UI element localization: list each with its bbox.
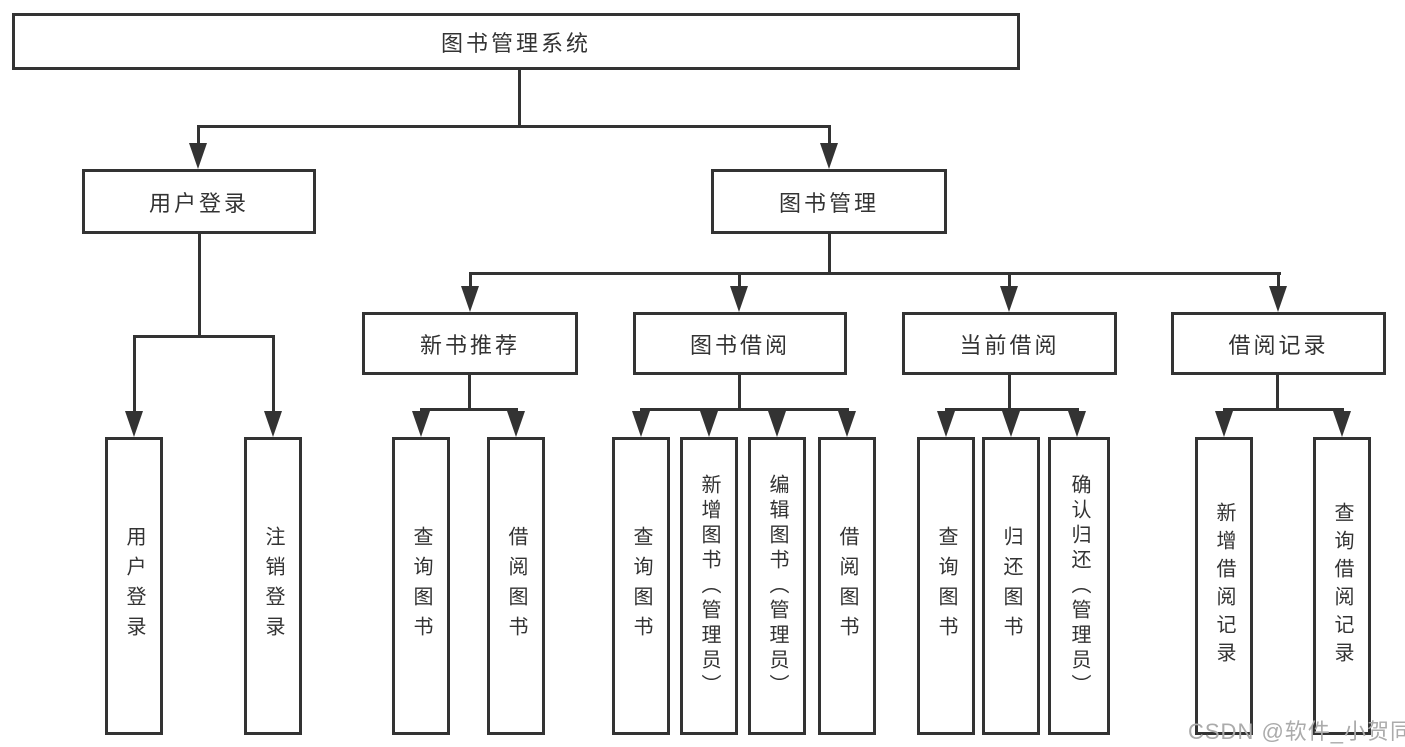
arrow-down-icon (937, 411, 955, 437)
leaf-borrow-edit-books-admin: 编辑图书（管理员） (748, 437, 806, 735)
arrow-down-icon (412, 411, 430, 437)
connector-rail (640, 408, 848, 411)
arrow-down-icon (1215, 411, 1233, 437)
connector-line (738, 272, 741, 292)
leaf-borrow-add-books-admin: 新增图书（管理员） (680, 437, 738, 735)
arrow-down-icon (125, 411, 143, 437)
node-borrow-record-label: 借阅记录 (1228, 332, 1329, 358)
node-borrow-record: 借阅记录 (1171, 312, 1386, 375)
connector-current-borrow-stem (1008, 375, 1011, 411)
leaf-borrow-query-books: 查询图书 (612, 437, 670, 735)
connector-user-login-stem (198, 234, 201, 338)
leaf-logout-label: 注销登录 (262, 526, 284, 646)
arrow-down-icon (1068, 411, 1086, 437)
node-current-borrow-label: 当前借阅 (959, 332, 1060, 358)
leaf-record-query-borrow-record-label: 查询借阅记录 (1331, 502, 1353, 670)
leaf-borrow-borrow-books-label: 借阅图书 (836, 526, 858, 646)
connector-level3-rail (469, 272, 1281, 275)
leaf-newrec-borrow-books-label: 借阅图书 (505, 526, 527, 646)
leaf-newrec-query-books-label: 查询图书 (410, 526, 432, 646)
connector-level2-rail (197, 125, 830, 128)
arrow-down-icon (189, 143, 207, 169)
arrow-down-icon (264, 411, 282, 437)
arrow-down-icon (1269, 286, 1287, 312)
leaf-current-query-books-label: 查询图书 (935, 526, 957, 646)
leaf-borrow-edit-books-admin-label: 编辑图书（管理员） (766, 473, 788, 699)
connector-new-book-stem (468, 375, 471, 411)
csdn-watermark: CSDN @软件_小贺同学 (1188, 719, 1405, 744)
arrow-down-icon (768, 411, 786, 437)
arrow-down-icon (730, 286, 748, 312)
connector-line (828, 125, 831, 150)
leaf-current-confirm-return-admin-label: 确认归还（管理员） (1068, 473, 1090, 699)
arrow-down-icon (632, 411, 650, 437)
node-book-borrow: 图书借阅 (633, 312, 847, 375)
leaf-borrow-add-books-admin-label: 新增图书（管理员） (698, 473, 720, 699)
connector-rail (420, 408, 517, 411)
arrow-down-icon (1333, 411, 1351, 437)
node-new-book-recommend: 新书推荐 (362, 312, 578, 375)
leaf-logout: 注销登录 (244, 437, 302, 735)
arrow-down-icon (820, 143, 838, 169)
leaf-current-return-books: 归还图书 (982, 437, 1040, 735)
node-new-book-recommend-label: 新书推荐 (419, 332, 520, 358)
arrow-down-icon (1002, 411, 1020, 437)
leaf-user-login-label: 用户登录 (123, 526, 145, 646)
connector-line (272, 335, 275, 417)
node-book-management: 图书管理 (711, 169, 947, 234)
arrow-down-icon (461, 286, 479, 312)
connector-book-mgmt-stem (828, 234, 831, 275)
arrow-down-icon (507, 411, 525, 437)
connector-user-login-rail (133, 335, 275, 338)
arrow-down-icon (1000, 286, 1018, 312)
leaf-borrow-query-books-label: 查询图书 (630, 526, 652, 646)
leaf-current-query-books: 查询图书 (917, 437, 975, 735)
node-book-borrow-label: 图书借阅 (689, 332, 790, 358)
leaf-user-login: 用户登录 (105, 437, 163, 735)
node-book-management-label: 图书管理 (778, 190, 879, 216)
node-user-login: 用户登录 (82, 169, 316, 234)
node-root-label: 图书管理系统 (440, 30, 591, 56)
node-root: 图书管理系统 (12, 13, 1020, 70)
arrow-down-icon (700, 411, 718, 437)
connector-line (469, 272, 472, 292)
leaf-record-query-borrow-record: 查询借阅记录 (1313, 437, 1371, 735)
connector-rail (1223, 408, 1343, 411)
leaf-newrec-query-books: 查询图书 (392, 437, 450, 735)
arrow-down-icon (838, 411, 856, 437)
connector-book-borrow-stem (738, 375, 741, 411)
connector-root-stem (518, 70, 521, 128)
connector-line (1008, 272, 1011, 292)
leaf-record-add-borrow-record-label: 新增借阅记录 (1213, 502, 1235, 670)
leaf-current-return-books-label: 归还图书 (1000, 526, 1022, 646)
leaf-record-add-borrow-record: 新增借阅记录 (1195, 437, 1253, 735)
leaf-newrec-borrow-books: 借阅图书 (487, 437, 545, 735)
connector-line (133, 335, 136, 417)
connector-borrow-record-stem (1276, 375, 1279, 411)
leaf-borrow-borrow-books: 借阅图书 (818, 437, 876, 735)
node-user-login-label: 用户登录 (148, 190, 249, 216)
leaf-current-confirm-return-admin: 确认归还（管理员） (1048, 437, 1110, 735)
node-current-borrow: 当前借阅 (902, 312, 1117, 375)
connector-line (1277, 272, 1280, 292)
connector-line (197, 125, 200, 150)
